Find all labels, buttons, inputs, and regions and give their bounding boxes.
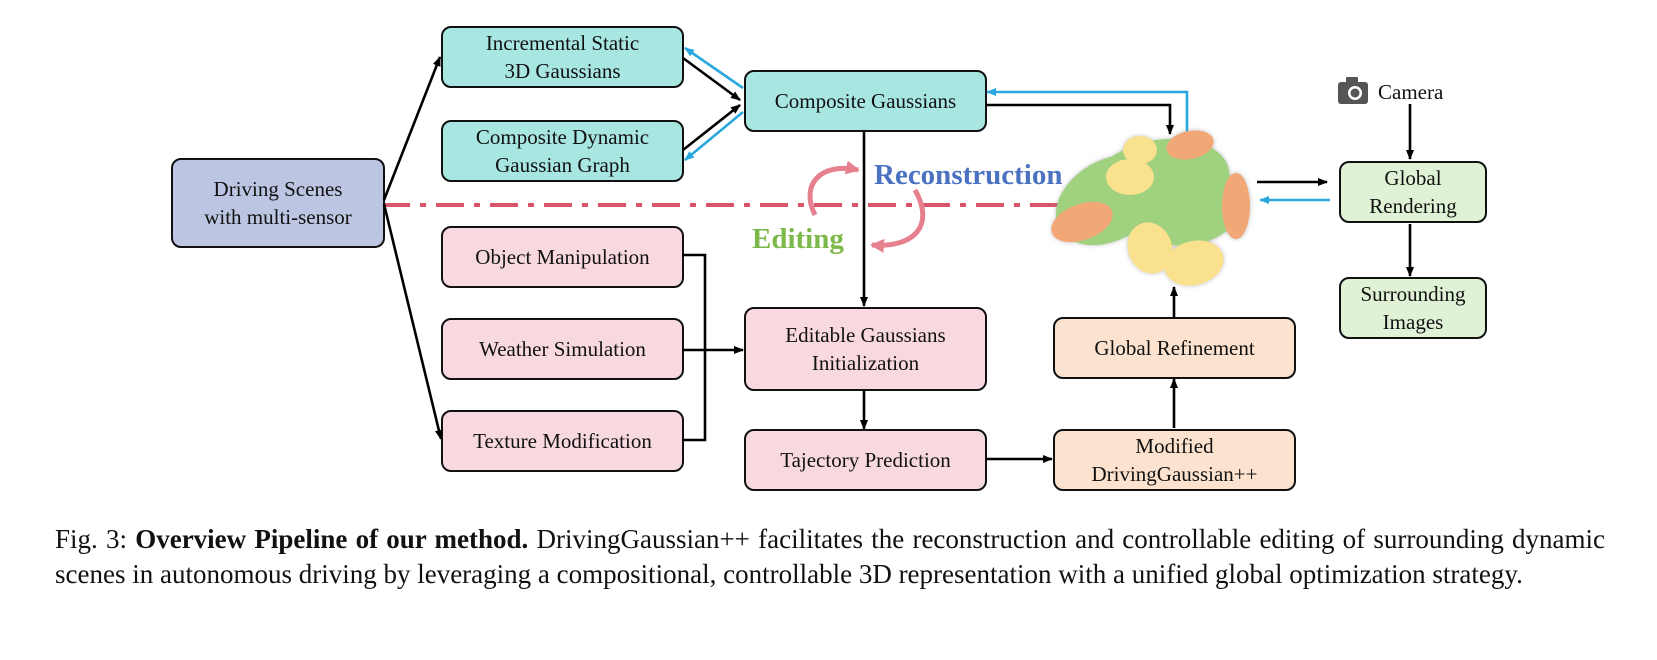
caption-label: Fig. 3:: [55, 524, 127, 554]
node-global-refinement: Global Refinement: [1053, 317, 1296, 379]
node-incremental-static: Incremental Static 3D Gaussians: [441, 26, 684, 88]
node-label: Modified: [1135, 434, 1214, 458]
pipeline-figure: Driving Scenes with multi-sensor Increment…: [55, 26, 1605, 589]
node-weather-simulation: Weather Simulation: [441, 318, 684, 380]
flow-arrows: [382, 56, 1414, 463]
node-label: Rendering: [1369, 194, 1457, 218]
node-label: Incremental Static: [486, 31, 639, 55]
gaussian-cluster-icon: [1051, 130, 1250, 286]
node-label: Driving Scenes: [214, 177, 343, 201]
caption-text: DrivingGaussian++ facilitates the recons…: [55, 524, 1606, 589]
node-label: Texture Modification: [473, 429, 652, 453]
camera-label: Camera: [1378, 80, 1444, 104]
edit-cycle-arrows: [807, 160, 926, 253]
node-label: Surrounding: [1361, 282, 1467, 306]
node-label: Tajectory Prediction: [780, 448, 951, 472]
node-label: Weather Simulation: [479, 337, 646, 361]
node-label: Global: [1384, 166, 1441, 190]
node-label: DrivingGaussian++: [1091, 462, 1257, 486]
node-texture-modification: Texture Modification: [441, 410, 684, 472]
editing-label: Editing: [752, 223, 844, 255]
node-label: Initialization: [812, 351, 920, 375]
node-label: Gaussian Graph: [495, 153, 630, 177]
node-label: Composite Dynamic: [476, 125, 649, 149]
node-trajectory-prediction: Tajectory Prediction: [744, 429, 987, 491]
pipeline-diagram: Driving Scenes with multi-sensor Increment…: [171, 26, 1487, 491]
reconstruction-label: Reconstruction: [874, 159, 1062, 191]
node-label: Images: [1383, 310, 1444, 334]
node-label: Composite Gaussians: [775, 89, 956, 113]
node-composite-gaussians: Composite Gaussians: [744, 70, 987, 132]
camera-icon: [1338, 77, 1368, 104]
node-label: Editable Gaussians: [785, 323, 945, 347]
node-driving-scenes: Driving Scenes with multi-sensor: [171, 158, 385, 248]
node-object-manipulation: Object Manipulation: [441, 226, 684, 288]
figure-caption: Fig. 3: Overview Pipeline of our method.…: [55, 522, 1605, 592]
node-label: 3D Gaussians: [504, 59, 620, 83]
node-label: Object Manipulation: [475, 245, 650, 269]
node-label: Global Refinement: [1094, 336, 1255, 360]
caption-title: Overview Pipeline of our method.: [135, 524, 529, 554]
node-label: with multi-sensor: [204, 205, 352, 229]
